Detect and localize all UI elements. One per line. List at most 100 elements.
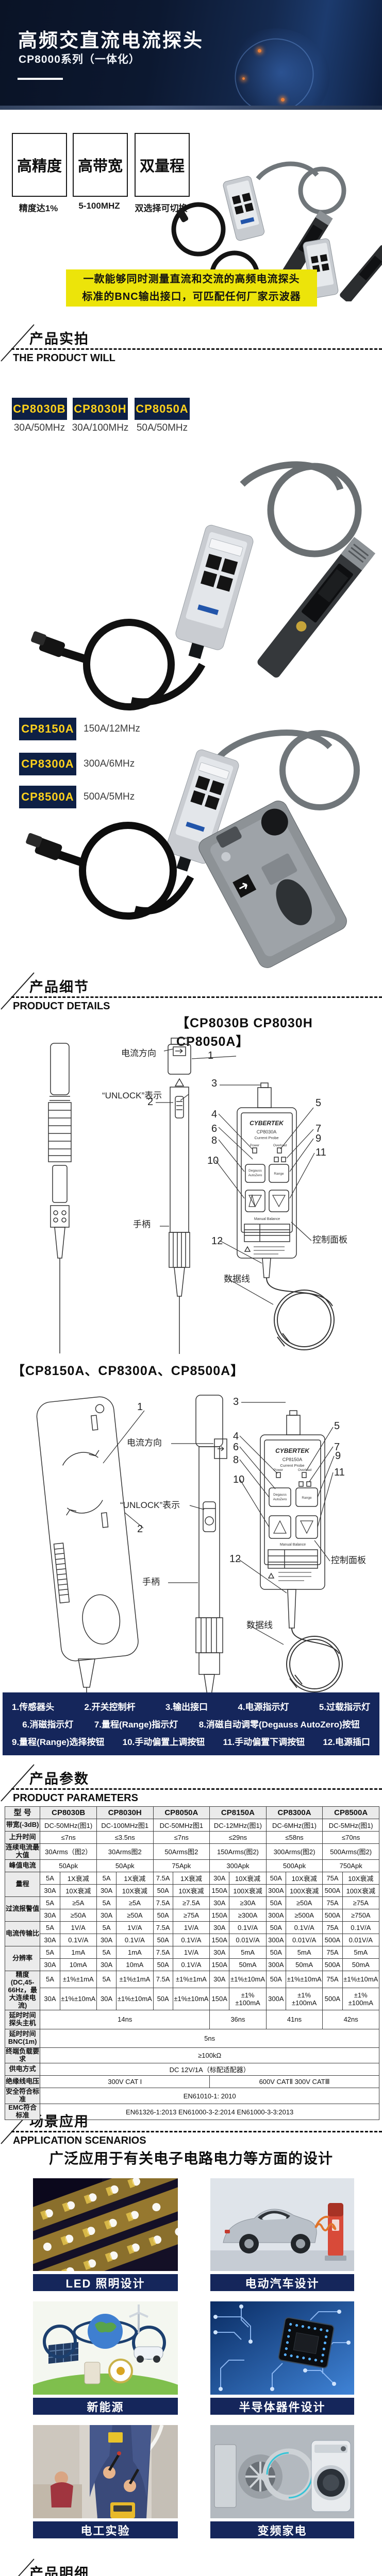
- param-cell: 7.5A: [153, 1970, 173, 1988]
- svg-text:AutoZero: AutoZero: [273, 1498, 287, 1501]
- param-cell: 30A: [40, 1958, 60, 1971]
- svg-text:Manual Balance: Manual Balance: [280, 1543, 306, 1547]
- svg-text:Current Probe: Current Probe: [280, 1463, 304, 1468]
- param-cell: 1V/A: [116, 1921, 154, 1934]
- param-cell: ±1%±10mA: [342, 1970, 380, 1988]
- param-cell: 5mA: [229, 1945, 267, 1959]
- param-cell: 42ns: [322, 2009, 379, 2029]
- section-divider: [11, 996, 382, 998]
- diagonal-line-decoration: [18, 2558, 35, 2576]
- param-cell: 10mA: [59, 1958, 97, 1971]
- diagram-label-handle: 手柄: [133, 1219, 151, 1229]
- param-cell: 0.1V/A: [116, 1933, 154, 1946]
- param-cell: ≥5A: [116, 1896, 154, 1909]
- feature-desc: 5-100MHZ: [78, 201, 120, 211]
- param-cell: 30A: [209, 1945, 230, 1959]
- param-cell: 10X衰减: [116, 1884, 154, 1897]
- param-row-label: 带宽(-3dB): [4, 1819, 41, 1832]
- param-row-label: 精度(DC,45-66Hz，最大连续电流): [4, 1970, 41, 2010]
- callout-9: 9: [315, 1133, 322, 1144]
- param-cell: 30Arms（图2）: [40, 1843, 97, 1860]
- param-cell: 30A: [40, 1987, 60, 2010]
- param-cell: 5A: [96, 1871, 117, 1885]
- section-header-photos: 产品实拍 THE PRODUCT WILL: [0, 324, 382, 379]
- param-cell: 7.5A: [153, 1871, 173, 1885]
- param-cell: 100X衰减: [229, 1884, 267, 1897]
- param-cell: 5mA: [285, 1945, 323, 1959]
- scenarios-intro: 广泛应用于有关电子电路电力等方面的设计: [48, 2150, 333, 2166]
- diagram-label-unlock: “UNLOCK”表示: [120, 1500, 180, 1510]
- param-cell: ≤58ns: [265, 1831, 323, 1844]
- param-cell: 10X衰减: [285, 1871, 323, 1885]
- product-spec: 30A/100MHz: [72, 422, 129, 433]
- param-cell: ≥50A: [116, 1908, 154, 1922]
- scenario-photo-led: [33, 2178, 178, 2271]
- param-cell: 30A: [96, 1933, 117, 1946]
- param-cell: 150A: [209, 1987, 230, 2010]
- param-cell: 5ns: [40, 2028, 379, 2048]
- section-divider: [11, 348, 382, 350]
- detail-group2-title: 【CP8150A、CP8300A、CP8500A】: [12, 1364, 244, 1378]
- section-title-zh: 产品参数: [29, 1771, 89, 1787]
- section-title-en: PRODUCT PARAMETERS: [13, 1792, 138, 1804]
- param-cell: 30A: [96, 1987, 117, 2010]
- param-cell: 5A: [96, 1896, 117, 1909]
- param-cell: 0.1V/A: [285, 1921, 323, 1934]
- param-cell: DC-50MHz图1: [153, 1819, 210, 1832]
- diagonal-line-decoration: [1, 324, 35, 362]
- param-row-label: 量程: [4, 1871, 41, 1897]
- callout-9: 9: [335, 1450, 341, 1462]
- param-cell: 50A: [265, 1871, 286, 1885]
- param-cell: 14ns: [40, 2009, 210, 2029]
- svg-text:Manual Balance: Manual Balance: [254, 1217, 280, 1221]
- param-cell: 1X衰减: [172, 1871, 210, 1885]
- param-cell: ≤29ns: [209, 1831, 267, 1844]
- feature-desc: 双选择可切换: [135, 204, 188, 213]
- param-cell: 0.1V/A: [172, 1958, 210, 1971]
- product-model-badge: CP8030B: [12, 398, 67, 420]
- param-cell: ≤7ns: [40, 1831, 97, 1844]
- callout-6: 6: [211, 1123, 218, 1134]
- scenario-caption: 变频家电: [210, 2521, 354, 2538]
- param-cell: 50mA: [229, 1958, 267, 1971]
- param-cell: 1V/A: [172, 1945, 210, 1959]
- svg-text:Current Probe: Current Probe: [254, 1136, 278, 1140]
- param-cell: 75A: [322, 1970, 343, 1988]
- legend-item: 4.电源指示灯: [238, 1702, 289, 1712]
- svg-text:CYBERTEK: CYBERTEK: [250, 1120, 284, 1127]
- feature-box: 高带宽: [73, 133, 128, 197]
- param-cell: 500A: [322, 1987, 343, 2010]
- callout-12: 12: [229, 1553, 241, 1565]
- product-spec: 150A/12MHz: [84, 723, 140, 734]
- callout-2: 2: [147, 1096, 154, 1108]
- param-cell: 7.5A: [153, 1945, 173, 1959]
- diagram-label-data-cable: 数据线: [224, 1274, 250, 1284]
- tagline-line2: 标准的BNC输出接口，可匹配任何厂家示波器: [82, 291, 301, 302]
- callout-1: 1: [137, 1401, 143, 1413]
- param-cell: 0.1V/A: [342, 1921, 380, 1934]
- param-cell: 5A: [40, 1921, 60, 1934]
- param-col-header: 型 号: [4, 1806, 41, 1819]
- param-cell: 750Apk: [322, 1859, 379, 1872]
- callout-10: 10: [207, 1155, 219, 1166]
- product-tagline: 一款能够同时测量直流和交流的高频电流探头 标准的BNC输出接口，可匹配任何厂家示…: [66, 269, 317, 307]
- param-cell: 1X衰减: [59, 1871, 97, 1885]
- param-cell: 50A: [265, 1896, 286, 1909]
- param-cell: 150A: [209, 1958, 230, 1971]
- param-cell: 150A: [209, 1908, 230, 1922]
- legend-item: 5.过载指示灯: [319, 1702, 370, 1712]
- param-cell: DC-5MHz(图1): [322, 1819, 379, 1832]
- param-cell: ≥30A: [229, 1896, 267, 1909]
- diagonal-line-decoration: [1, 972, 35, 1010]
- diagram-label-unlock: “UNLOCK”表示: [102, 1091, 162, 1100]
- hero-dot: [281, 98, 285, 101]
- param-cell: 30Arms图2: [96, 1843, 154, 1860]
- scenario-caption: 电动汽车设计: [210, 2274, 354, 2291]
- detail-group1-title: 【CP8030B CP8030H CP8050A】: [176, 1016, 313, 1049]
- param-cell: 50A: [265, 1921, 286, 1934]
- diagram-label-handle: 手柄: [142, 1577, 160, 1587]
- param-cell: 36ns: [209, 2009, 267, 2029]
- page-subtitle: CP8000系列（一体化）: [19, 54, 140, 65]
